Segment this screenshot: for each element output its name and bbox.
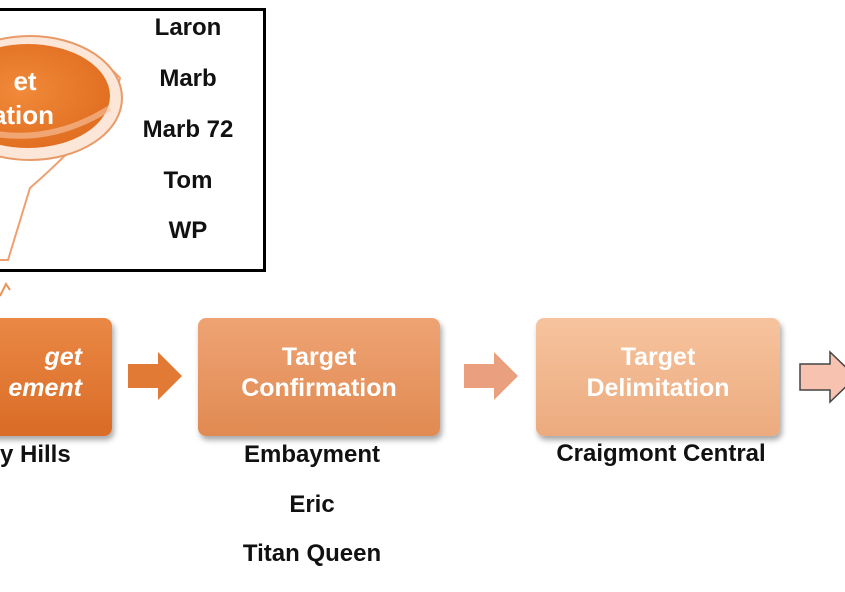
stage-2-item: Embayment: [243, 441, 381, 468]
stage-2-line1: Target: [281, 343, 357, 371]
stage-3-line1: Target: [620, 343, 696, 371]
flow-arrow-3: [799, 350, 845, 404]
connector-tick: [0, 282, 11, 297]
funnel-item: Marb 72: [142, 116, 234, 143]
stage-label-2: Target Confirmation: [198, 342, 440, 404]
stage-1-line1: get: [44, 343, 83, 371]
flow-arrow-1: [128, 352, 182, 400]
stage-2-item: Eric: [289, 491, 335, 518]
stage-1-line2: ement: [8, 374, 82, 402]
flow-arrow-2: [464, 352, 518, 400]
stage-1-item: y Hills: [0, 441, 71, 468]
funnel-item: Marb: [159, 65, 217, 92]
stage-box-2: [198, 318, 440, 436]
stage-box-3: [536, 318, 780, 436]
funnel-graphic: [0, 35, 123, 261]
stage-3-item: Craigmont Central: [556, 440, 766, 467]
funnel-label-line2: ation: [0, 100, 55, 130]
stage-label-1: get ement: [0, 342, 112, 404]
funnel-label: et ation: [0, 64, 60, 132]
funnel-label-line1: et: [13, 66, 37, 96]
stage-2-item: Titan Queen: [242, 540, 382, 567]
stage-3-line2: Delimitation: [586, 374, 730, 402]
stage-2-line2: Confirmation: [241, 374, 397, 402]
stage-box-1: [0, 318, 112, 436]
funnel-item: Laron: [154, 14, 222, 41]
funnel-item: WP: [168, 217, 208, 244]
stage-label-3: Target Delimitation: [536, 342, 780, 404]
funnel-item: Tom: [163, 167, 213, 194]
